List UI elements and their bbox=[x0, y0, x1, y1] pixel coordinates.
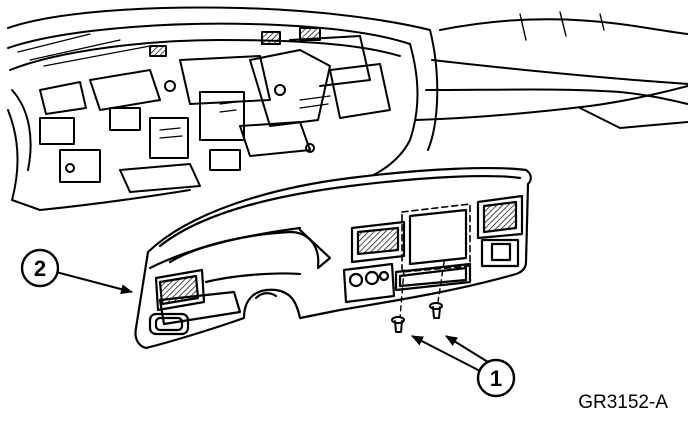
leader-1-a bbox=[411, 335, 483, 373]
leader-2 bbox=[55, 271, 133, 295]
callout-leaders bbox=[55, 271, 489, 373]
instrument-panel-structure bbox=[7, 6, 688, 211]
callout-number-1: 1 bbox=[490, 366, 502, 391]
screw-left bbox=[391, 316, 405, 333]
callout-bubble-2: 2 bbox=[20, 248, 60, 288]
screw-right bbox=[429, 302, 443, 319]
instrument-panel-finish-panel bbox=[134, 166, 532, 350]
screws bbox=[391, 302, 443, 333]
callout-number-2: 2 bbox=[34, 256, 46, 281]
callout-bubble-1: 1 bbox=[476, 358, 516, 398]
figure-code: GR3152-A bbox=[578, 392, 668, 413]
leader-1-b bbox=[445, 335, 489, 363]
